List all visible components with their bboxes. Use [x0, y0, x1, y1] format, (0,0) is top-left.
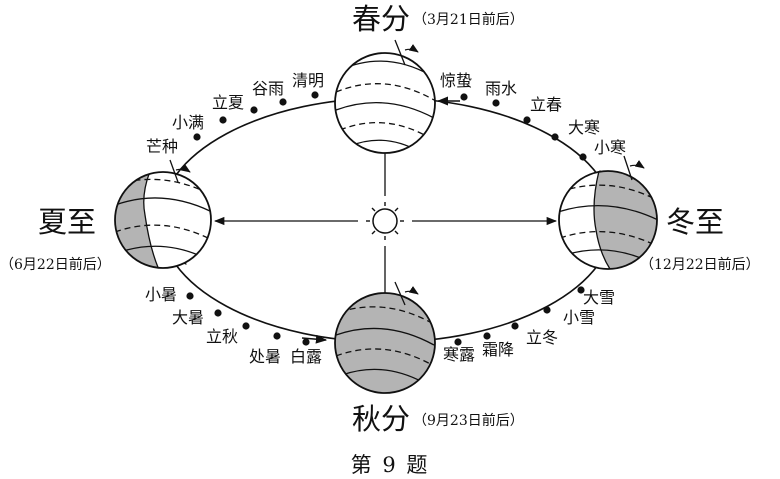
- summer-solstice-date: （6月22日前后）: [0, 258, 111, 272]
- solar-term-label: 大雪: [583, 288, 615, 307]
- solar-term-label: 立春: [530, 95, 562, 114]
- solar-term-label: 雨水: [485, 79, 517, 98]
- solar-term-dot: [219, 116, 226, 123]
- solar-term-dot: [242, 322, 249, 329]
- solar-term-dot: [279, 98, 286, 105]
- spring-equinox-date: （3月21日前后）: [413, 13, 524, 27]
- solar-term-label: 小暑: [145, 285, 177, 304]
- solar-term-label: 立秋: [206, 327, 238, 346]
- solar-term-label: 小雪: [563, 308, 595, 327]
- earth-spring-equinox: [335, 40, 440, 153]
- sun-icon: [366, 202, 404, 240]
- solar-term-dot: [551, 133, 558, 140]
- solar-term-dot: [460, 93, 467, 100]
- solar-term-dot: [511, 322, 518, 329]
- solar-term-label: 霜降: [482, 340, 514, 359]
- solar-term-label: 白露: [290, 347, 322, 366]
- solar-term-dot: [483, 332, 490, 339]
- solar-term-label: 芒种: [146, 137, 178, 156]
- solar-term-dot: [579, 153, 586, 160]
- solar-term-dot: [492, 99, 499, 106]
- solar-term-dot: [186, 292, 193, 299]
- autumn-equinox-name: 秋分: [352, 405, 410, 434]
- spring-equinox-name: 春分: [352, 5, 410, 34]
- solar-term-dot: [523, 116, 530, 123]
- solar-term-dot: [273, 332, 280, 339]
- solar-term-dot: [193, 133, 200, 140]
- solar-term-label: 惊蛰: [440, 71, 472, 90]
- summer-solstice-name: 夏至: [38, 208, 96, 237]
- solar-term-dot: [311, 91, 318, 98]
- autumn-equinox-date: （9月23日前后）: [413, 414, 524, 428]
- solar-term-label: 处暑: [249, 347, 281, 366]
- earth-autumn-equinox: [335, 282, 440, 393]
- solar-term-label: 谷雨: [252, 79, 284, 98]
- solar-term-label: 立夏: [212, 93, 244, 112]
- solar-term-dot: [302, 338, 309, 345]
- solar-term-label: 寒露: [443, 345, 475, 364]
- solar-term-dot: [250, 106, 257, 113]
- solar-term-label: 大寒: [568, 118, 600, 137]
- earth-summer-solstice: [100, 160, 212, 272]
- solar-term-label: 立冬: [526, 328, 558, 347]
- solar-term-dot: [543, 306, 550, 313]
- question-caption: 第 9 题: [0, 449, 780, 479]
- solar-term-label: 小满: [172, 113, 204, 132]
- solar-term-label: 小寒: [594, 138, 626, 157]
- earth-winter-solstice: [558, 156, 665, 272]
- solar-term-dot: [214, 309, 221, 316]
- solar-term-label: 清明: [292, 71, 324, 90]
- winter-solstice-date: （12月22日前后）: [640, 258, 760, 272]
- solar-term-label: 大暑: [172, 308, 204, 327]
- winter-solstice-name: 冬至: [666, 208, 724, 237]
